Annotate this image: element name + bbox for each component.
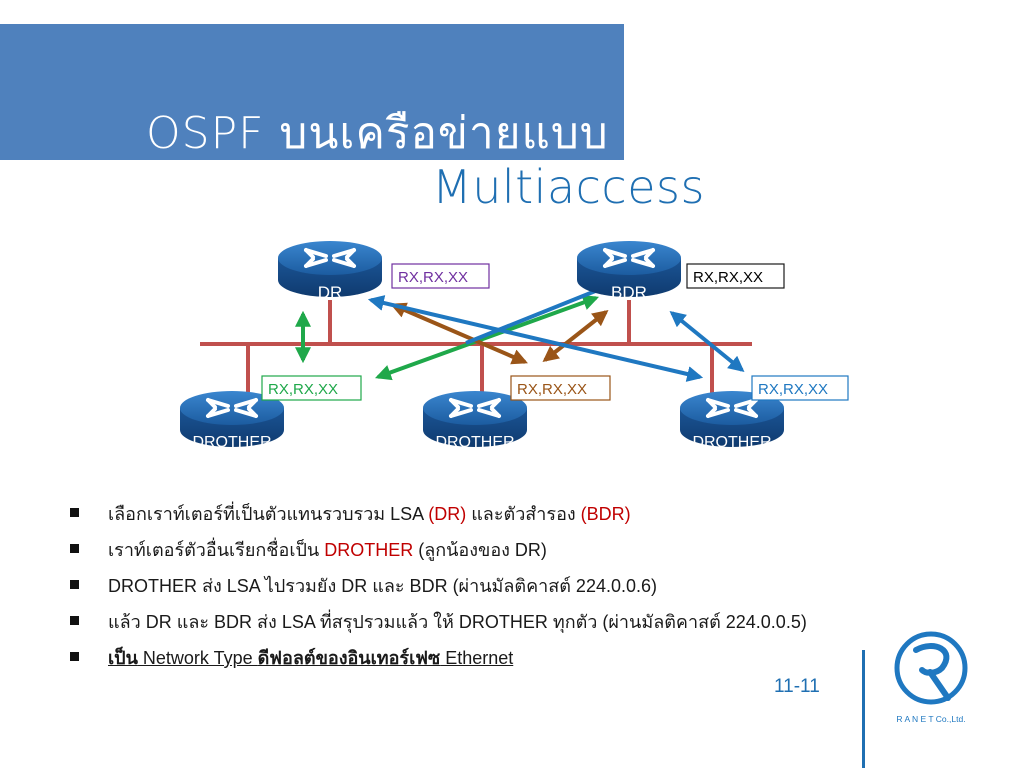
bullet-5-p3: ดีฟอลต์ของอินเทอร์เฟซ: [257, 648, 441, 668]
router-drother-3-label: DROTHER: [692, 434, 771, 451]
arrow-brown-dr-drother2: [390, 302, 528, 365]
bullet-list: เลือกเราท์เตอร์ที่เป็นตัวแทนรวบรวม LSA (…: [70, 496, 810, 676]
bullet-1-text: เลือกเราท์เตอร์ที่เป็นตัวแทนรวบรวม LSA: [108, 504, 429, 524]
router-dr-label: DR: [318, 283, 343, 302]
bullet-5-p4: Ethernet: [440, 648, 514, 668]
ranet-logo: R A N E T Co.,Ltd.: [894, 631, 968, 724]
bullet-marker: [70, 580, 79, 589]
lsa-box-dr: RX,RX,XX: [391, 263, 490, 289]
router-bdr-label: BDR: [611, 283, 647, 302]
bullet-marker: [70, 652, 79, 661]
lsa-box-drother-2: RX,RX,XX: [510, 375, 611, 401]
page-number: 11-11: [774, 676, 820, 697]
bullet-2-post: (ลูกน้องของ DR): [413, 540, 547, 560]
lsa-box-drother-1: RX,RX,XX: [261, 375, 362, 401]
bullet-marker: [70, 508, 79, 517]
arrow-blue-bdr-drother3: [669, 310, 745, 373]
bullet-2-text: เราท์เตอร์ตัวอื่นเรียกชื่อเป็น: [108, 540, 325, 560]
bullet-marker: [70, 616, 79, 625]
lsa-box-dr-text: RX,RX,XX: [398, 269, 468, 286]
slide-title-line2: Multiaccess: [432, 160, 705, 214]
bullet-1-dr: (DR): [428, 504, 467, 524]
lsa-box-drother-3-text: RX,RX,XX: [758, 381, 828, 398]
bullet-5-p2: Network Type: [137, 648, 258, 668]
arrow-blue-dr-drother3: [367, 295, 704, 382]
router-drother-2: DROTHER: [421, 389, 529, 451]
router-drother-3: DROTHER: [678, 389, 786, 451]
bullet-item-5: เป็น Network Type ดีฟอลต์ของอินเทอร์เฟซ …: [70, 640, 810, 676]
logo-ring-icon: [894, 631, 968, 705]
bullet-marker: [70, 544, 79, 553]
logo-r-icon: [913, 643, 951, 701]
bullet-5-p1: เป็น: [108, 648, 138, 668]
bullet-3-text: DROTHER ส่ง LSA ไปรวมยัง DR และ BDR (ผ่า…: [108, 576, 657, 596]
logo-company-text: R A N E T Co.,Ltd.: [896, 714, 965, 724]
lsa-box-drother-3: RX,RX,XX: [751, 375, 849, 401]
bullet-4-text: แล้ว DR และ BDR ส่ง LSA ที่สรุปรวมแล้ว ใ…: [108, 612, 807, 632]
router-drother-2-label: DROTHER: [435, 434, 514, 451]
bullet-item-3: DROTHER ส่ง LSA ไปรวมยัง DR และ BDR (ผ่า…: [70, 568, 810, 604]
bullet-1-bdr: (BDR): [580, 504, 631, 524]
ospf-diagram: DR BDR DROTHER DROTHER DROTHER RX,RX,XX …: [178, 239, 849, 451]
router-drother-1-label: DROTHER: [192, 434, 271, 451]
lsa-box-bdr-text: RX,RX,XX: [693, 269, 763, 286]
router-drother-1: DROTHER: [178, 389, 286, 451]
lsa-box-drother-2-text: RX,RX,XX: [517, 381, 587, 398]
bullet-2-drother: DROTHER: [324, 540, 414, 560]
bullet-item-2: เราท์เตอร์ตัวอื่นเรียกชื่อเป็น DROTHER (…: [70, 532, 810, 568]
footer-divider: [862, 650, 865, 768]
bullet-item-4: แล้ว DR และ BDR ส่ง LSA ที่สรุปรวมแล้ว ใ…: [70, 604, 810, 640]
bullet-1-mid: และตัวสำรอง: [466, 504, 581, 524]
router-dr: DR: [276, 239, 384, 302]
bullet-item-1: เลือกเราท์เตอร์ที่เป็นตัวแทนรวบรวม LSA (…: [70, 496, 810, 532]
title-band: [0, 24, 624, 160]
slide-title-line1: OSPF บนเครือข่ายแบบ: [146, 108, 609, 159]
lsa-box-drother-1-text: RX,RX,XX: [268, 381, 338, 398]
router-bdr: BDR: [575, 239, 683, 302]
lsa-box-bdr: RX,RX,XX: [686, 263, 785, 289]
